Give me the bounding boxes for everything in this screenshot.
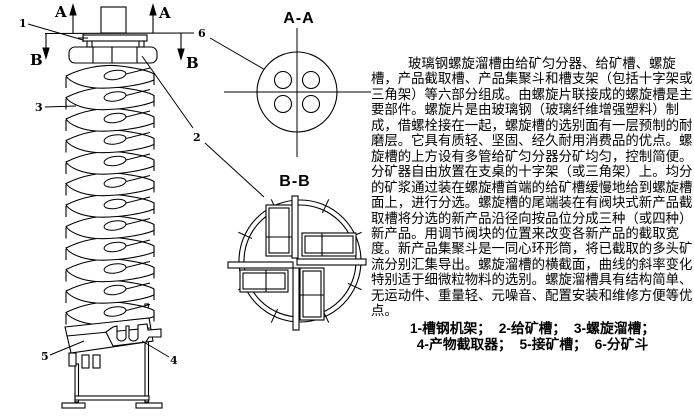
parts-legend: 1-槽钢机架； 2-给矿槽； 3-螺旋溜槽； 4-产物截取器； 5-接矿槽； 6…	[371, 321, 694, 354]
section-mark-b-left: B	[30, 51, 43, 69]
section-mark-b-right: B	[186, 54, 199, 72]
feed-tube-hole	[301, 70, 321, 90]
feed-tube-hole	[273, 94, 293, 114]
part-label-4: 4	[170, 354, 178, 367]
text-line: 新产品。用调节阀块的位置来改变各新产品的截取宽	[371, 225, 679, 241]
part-label-3: 3	[35, 101, 43, 114]
part-label-6: 6	[198, 27, 206, 40]
arrow-down-icon	[177, 48, 185, 61]
text-line: 的矿浆通过装在螺旋槽首端的给矿槽缓慢地给到螺旋槽	[371, 179, 693, 195]
elevation-view	[27, 3, 268, 409]
text-line: 面上，进行分选。螺旋槽的尾端装在有阀块式新产品截	[371, 195, 693, 211]
legend-line-2: 4-产物截取器； 5-接矿槽； 6-分矿斗	[416, 337, 649, 353]
section-view-b-b	[227, 195, 367, 331]
text-line: 度。新产品集聚斗是一同心环形筒，将已截取的多头矿	[371, 241, 693, 257]
legend-line-1: 1-槽钢机架； 2-给矿槽； 3-螺旋溜槽；	[409, 320, 656, 336]
leader-lines	[27, 23, 268, 358]
distributor-assembly	[78, 6, 148, 48]
text-line: 取槽将分选的新产品沿径向按品位分成三种（或四种）	[371, 210, 693, 226]
feed-tube-hole	[273, 70, 293, 90]
text-line: 玻璃钢螺旋溜槽由给矿匀分器、给矿槽、螺旋	[408, 56, 676, 71]
section-view-a-a	[224, 28, 371, 157]
diagram-labels: A A B B A-A B-B 1 2 3 4 5 6	[19, 3, 314, 367]
product-interceptor	[105, 323, 162, 347]
section-mark-a-left: A	[54, 3, 67, 21]
text-line: 成，借螺栓接在一起，螺旋槽的选别面有一层预制的耐	[371, 117, 693, 133]
text-line: 流分别汇集导出。螺旋溜槽的横截面，曲线的斜率变化	[371, 256, 693, 272]
text-line: 分矿器自由放置在支桌的十字架（或三角架）上。均分	[371, 164, 693, 180]
description-text: 玻璃钢螺旋溜槽由给矿匀分器、给矿槽、螺旋 槽，产品截取槽、产品集聚斗和槽支架（包…	[371, 56, 694, 354]
feed-chute-pinwheel	[227, 195, 367, 331]
arrow-up-icon	[149, 3, 157, 16]
feed-tube-hole	[301, 94, 321, 114]
text-line: 槽，产品截取槽、产品集聚斗和槽支架（包括十字架或	[371, 71, 693, 87]
section-mark-a-right: A	[158, 4, 171, 22]
text-line: 特别适于细微粒物料的选别。螺旋溜槽具有结构简单、	[371, 272, 693, 288]
text-line: 磨层。它具有质轻、坚固、经久耐用消费品的优点。螺	[371, 133, 693, 149]
section-title-b-b: B-B	[279, 173, 310, 190]
text-line: 要部件。螺旋片是由玻璃钢（玻璃纤维增强塑料）制	[371, 102, 679, 118]
part-label-5: 5	[41, 350, 49, 363]
section-plane-marks	[42, 3, 195, 61]
text-line: 旋槽的上方设有多管给矿匀分器分矿均匀，控制简便。	[371, 148, 693, 164]
text-line: 无运动件、重量轻、元噪音、配置安装和维修方便等优	[371, 287, 693, 303]
feed-hopper-box	[100, 6, 127, 34]
part-label-1: 1	[19, 17, 27, 30]
text-line: 点。	[371, 303, 398, 319]
section-title-a-a: A-A	[283, 10, 314, 27]
part-label-2: 2	[193, 131, 201, 144]
arrow-down-icon	[42, 47, 50, 60]
arrow-up-icon	[69, 3, 77, 16]
spiral-chute-body	[65, 64, 155, 326]
channel-steel-frame	[61, 303, 163, 409]
feed-trough-ring	[68, 46, 158, 64]
text-line: 三角架）等六部分组成。由螺旋片联接成的螺旋槽是主	[371, 86, 693, 102]
